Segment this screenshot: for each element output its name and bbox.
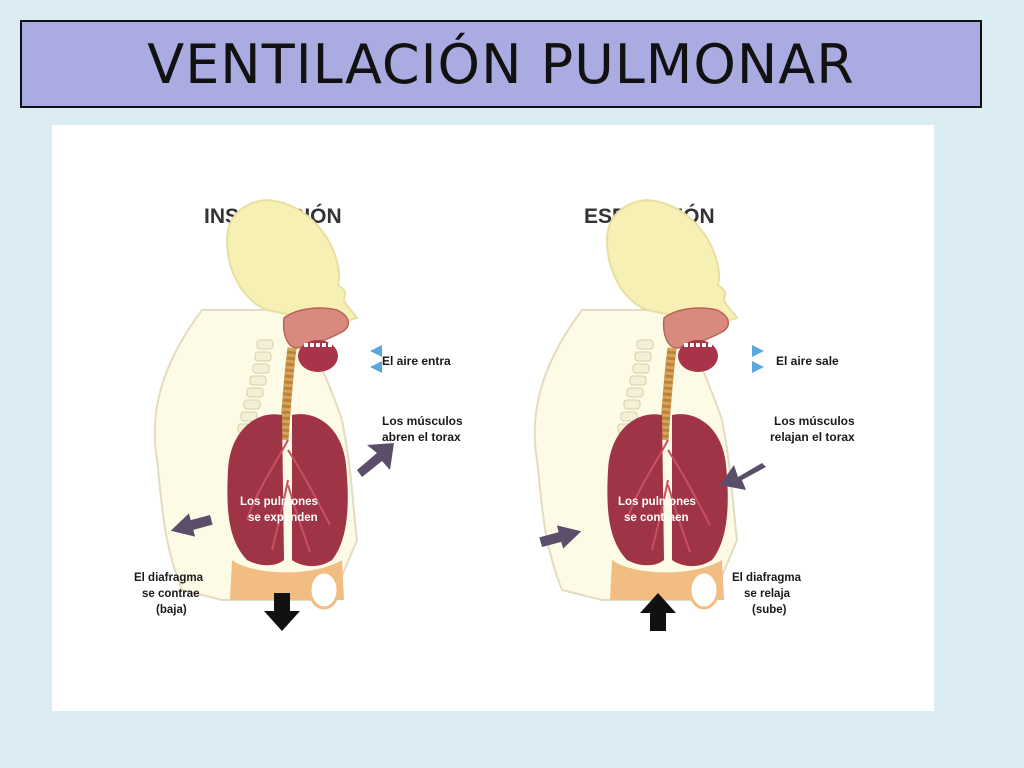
inspiracion-figure <box>155 200 357 608</box>
diagram-panel: INSPIRACIÓN El aire entra Los músculos a… <box>52 125 934 711</box>
ventilation-diagram: INSPIRACIÓN El aire entra Los músculos a… <box>134 125 855 631</box>
diaphragm-down-arrow <box>264 593 300 631</box>
page-title: VENTILACIÓN PULMONAR <box>147 32 855 96</box>
espiracion-diaphragm-label-2: se relaja <box>744 588 791 600</box>
inspiracion-muscles-label-2: abren el torax <box>382 430 461 444</box>
chest-in-arrow <box>539 525 582 549</box>
espiracion-lungs-label-1: Los pulmones <box>618 496 696 508</box>
inspiracion-air-label: El aire entra <box>382 354 451 368</box>
espiracion-diaphragm-label-1: El diafragma <box>732 572 802 584</box>
inspiracion-diaphragm-label-1: El diafragma <box>134 572 204 584</box>
muscle-out-arrow <box>357 443 394 477</box>
espiracion-figure <box>535 200 737 608</box>
espiracion-lungs-label-2: se contraen <box>624 512 689 524</box>
espiracion-muscles-label-1: Los músculos <box>774 414 855 428</box>
inspiracion-lungs-label-1: Los pulmones <box>240 496 318 508</box>
title-banner: VENTILACIÓN PULMONAR <box>20 20 982 108</box>
muscle-in-arrow <box>720 463 766 490</box>
espiracion-diaphragm-label-3: (sube) <box>752 604 787 616</box>
inspiracion-muscles-label-1: Los músculos <box>382 414 463 428</box>
air-in-arrows <box>370 345 382 373</box>
air-out-arrows <box>752 345 764 373</box>
inspiracion-diaphragm-label-3: (baja) <box>156 604 187 616</box>
diaphragm-up-arrow <box>640 593 676 631</box>
espiracion-muscles-label-2: relajan el torax <box>770 430 855 444</box>
espiracion-air-label: El aire sale <box>776 354 839 368</box>
inspiracion-diaphragm-label-2: se contrae <box>142 588 200 600</box>
chest-out-arrow <box>170 513 213 537</box>
inspiracion-lungs-label-2: se expanden <box>248 512 318 524</box>
